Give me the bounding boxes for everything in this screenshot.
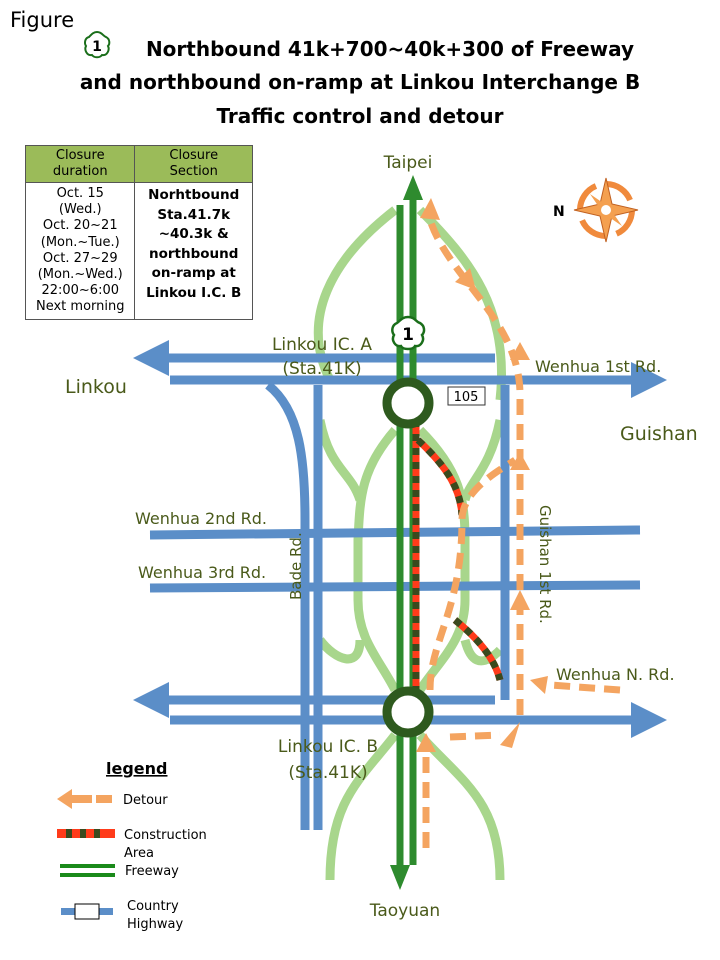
svg-text:Highway: Highway — [127, 917, 183, 932]
route-105-badge — [447, 386, 486, 406]
compass-label: N — [553, 204, 565, 220]
svg-text:Freeway: Freeway — [125, 864, 179, 879]
country-highways — [133, 340, 667, 830]
legend-construction: Construction Area — [57, 828, 207, 861]
label-wenhua-n: Wenhua N. Rd. — [556, 665, 675, 684]
label-ic-a: Linkou IC. A — [272, 335, 372, 355]
linkou-ic-b-circle — [382, 686, 434, 738]
legend-freeway: Freeway — [60, 864, 179, 879]
freeway-shield-icon: 1 — [84, 30, 111, 59]
svg-text:1: 1 — [92, 39, 102, 55]
svg-text:Country: Country — [127, 899, 179, 914]
label-ic-b: Linkou IC. B — [278, 737, 378, 757]
closure-duration-cell: Oct. 15(Wed.) Oct. 20~21(Mon.~Tue.) Oct.… — [24, 182, 136, 320]
linkou-ic-a-circle — [382, 377, 434, 429]
label-wenhua-1st: Wenhua 1st Rd. — [535, 357, 661, 376]
label-wenhua-3rd: Wenhua 3rd Rd. — [138, 563, 266, 582]
legend-title: legend — [106, 759, 167, 778]
detour-arrows — [416, 198, 548, 752]
construction-area — [412, 420, 504, 690]
label-ic-a-sta: (Sta.41K) — [282, 359, 361, 379]
legend-country-highway: Country Highway — [61, 899, 183, 932]
title-line-1: Northbound 41k+700~40k+300 of Freeway — [145, 37, 635, 61]
compass-icon — [573, 177, 639, 243]
label-guishan: Guishan — [620, 423, 698, 445]
figure-label: Figure — [10, 8, 75, 32]
svg-text:Area: Area — [124, 846, 154, 861]
label-ic-b-sta: (Sta.41K) — [288, 763, 367, 783]
title-line-2: and northbound on-ramp at Linkou Interch… — [79, 70, 641, 94]
label-taoyuan: Taoyuan — [369, 901, 440, 921]
freeway-shield-map-icon: 1 — [391, 315, 426, 351]
detour-route — [422, 218, 621, 848]
legend-detour: Detour — [57, 789, 168, 809]
label-guishan-1st: Guishan 1st Rd. — [536, 505, 554, 624]
svg-text:Construction: Construction — [124, 828, 207, 843]
label-linkou: Linkou — [65, 376, 127, 398]
label-taipei: Taipei — [383, 153, 433, 173]
svg-text:105: 105 — [454, 390, 479, 405]
svg-text:Detour: Detour — [123, 793, 168, 808]
label-wenhua-2nd: Wenhua 2nd Rd. — [135, 509, 267, 528]
title-line-3: Traffic control and detour — [216, 104, 504, 128]
svg-text:1: 1 — [402, 325, 414, 345]
label-bade: Bade Rd. — [287, 532, 305, 600]
